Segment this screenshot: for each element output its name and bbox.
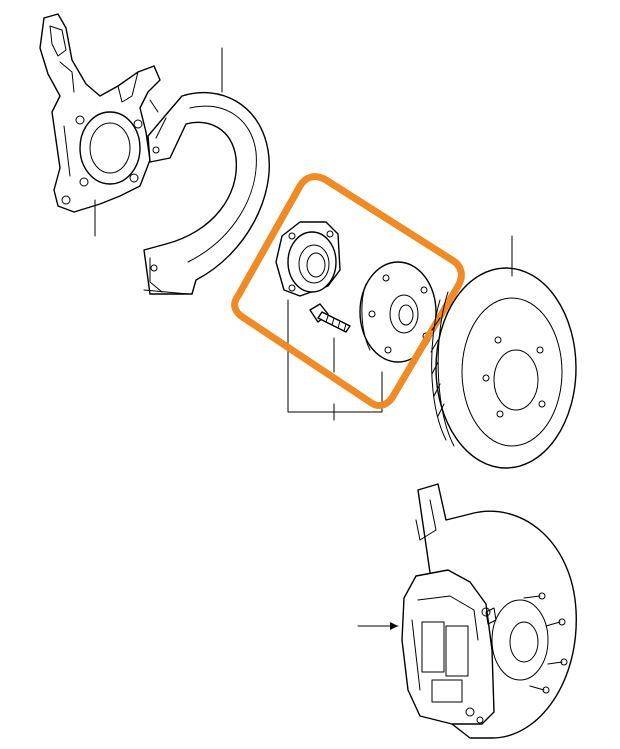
assembly-leader-lines xyxy=(287,299,383,421)
caliper-arrow xyxy=(357,622,399,630)
hub-bolt[interactable] xyxy=(309,303,351,333)
dust-shield[interactable] xyxy=(143,91,270,295)
brake-caliper-assembly[interactable] xyxy=(401,483,577,739)
brake-disc[interactable] xyxy=(430,267,577,469)
highlight-box xyxy=(231,173,465,409)
wheel-hub[interactable] xyxy=(359,261,437,363)
wheel-bearing[interactable] xyxy=(275,221,341,297)
steering-knuckle[interactable] xyxy=(39,13,161,213)
